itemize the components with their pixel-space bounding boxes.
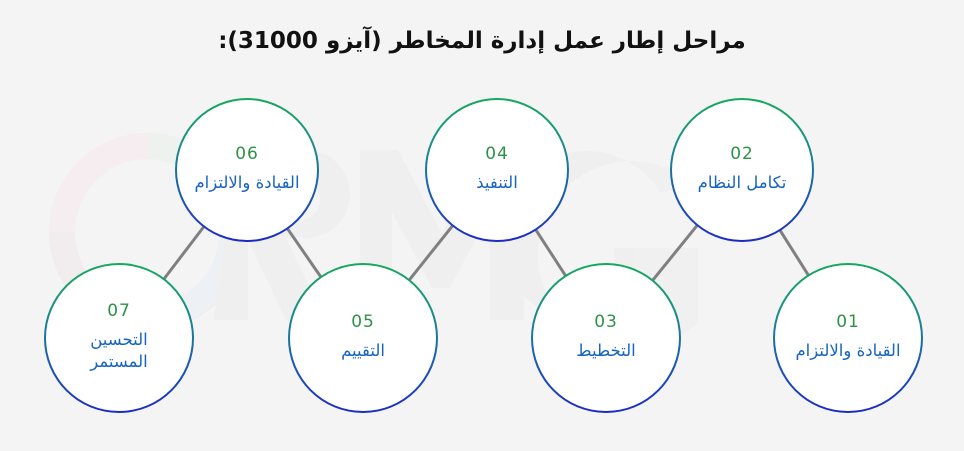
connector-node-03-node-04 xyxy=(534,228,568,278)
node-label-01: القيادة والالتزام xyxy=(795,341,901,361)
connector-node-02-node-03 xyxy=(651,223,699,282)
page-title: مراحل إطار عمل إدارة المخاطر (آيزو 31000… xyxy=(218,28,746,54)
node-number-06: 06 xyxy=(235,144,259,165)
node-number-01: 01 xyxy=(836,312,860,333)
node-label-07: التحسين المستمر xyxy=(90,330,148,371)
process-node-01[interactable]: 01 القيادة والالتزام xyxy=(773,263,923,413)
node-number-02: 02 xyxy=(730,144,754,165)
connector-node-04-node-05 xyxy=(407,224,455,282)
connector-node-01-node-02 xyxy=(778,228,811,277)
node-number-05: 05 xyxy=(351,312,375,333)
process-node-04[interactable]: 04 التنفيذ xyxy=(425,98,569,242)
process-node-03[interactable]: 03 التخطيط xyxy=(531,263,681,413)
node-label-06: القيادة والالتزام xyxy=(194,173,300,193)
process-node-06[interactable]: 06 القيادة والالتزام xyxy=(175,98,319,242)
node-label-05: التقييم xyxy=(341,341,385,361)
node-fill-01 xyxy=(775,265,921,411)
node-label-02: تكامل النظام xyxy=(697,173,787,193)
process-node-07[interactable]: 07 التحسين المستمر xyxy=(44,263,194,413)
node-label-04: التنفيذ xyxy=(476,173,518,193)
node-number-04: 04 xyxy=(485,144,509,165)
node-fill-06 xyxy=(177,100,317,240)
node-fill-03 xyxy=(533,265,679,411)
node-fill-04 xyxy=(427,100,567,240)
connector-node-06-node-07 xyxy=(162,224,206,281)
node-number-03: 03 xyxy=(594,312,618,333)
process-node-05[interactable]: 05 التقييم xyxy=(288,263,438,413)
connector-node-05-node-06 xyxy=(285,226,323,279)
process-node-02[interactable]: 02 تكامل النظام xyxy=(670,98,814,242)
node-label-03: التخطيط xyxy=(576,341,636,361)
node-fill-02 xyxy=(672,100,812,240)
node-number-07: 07 xyxy=(107,301,131,322)
node-fill-05 xyxy=(290,265,436,411)
